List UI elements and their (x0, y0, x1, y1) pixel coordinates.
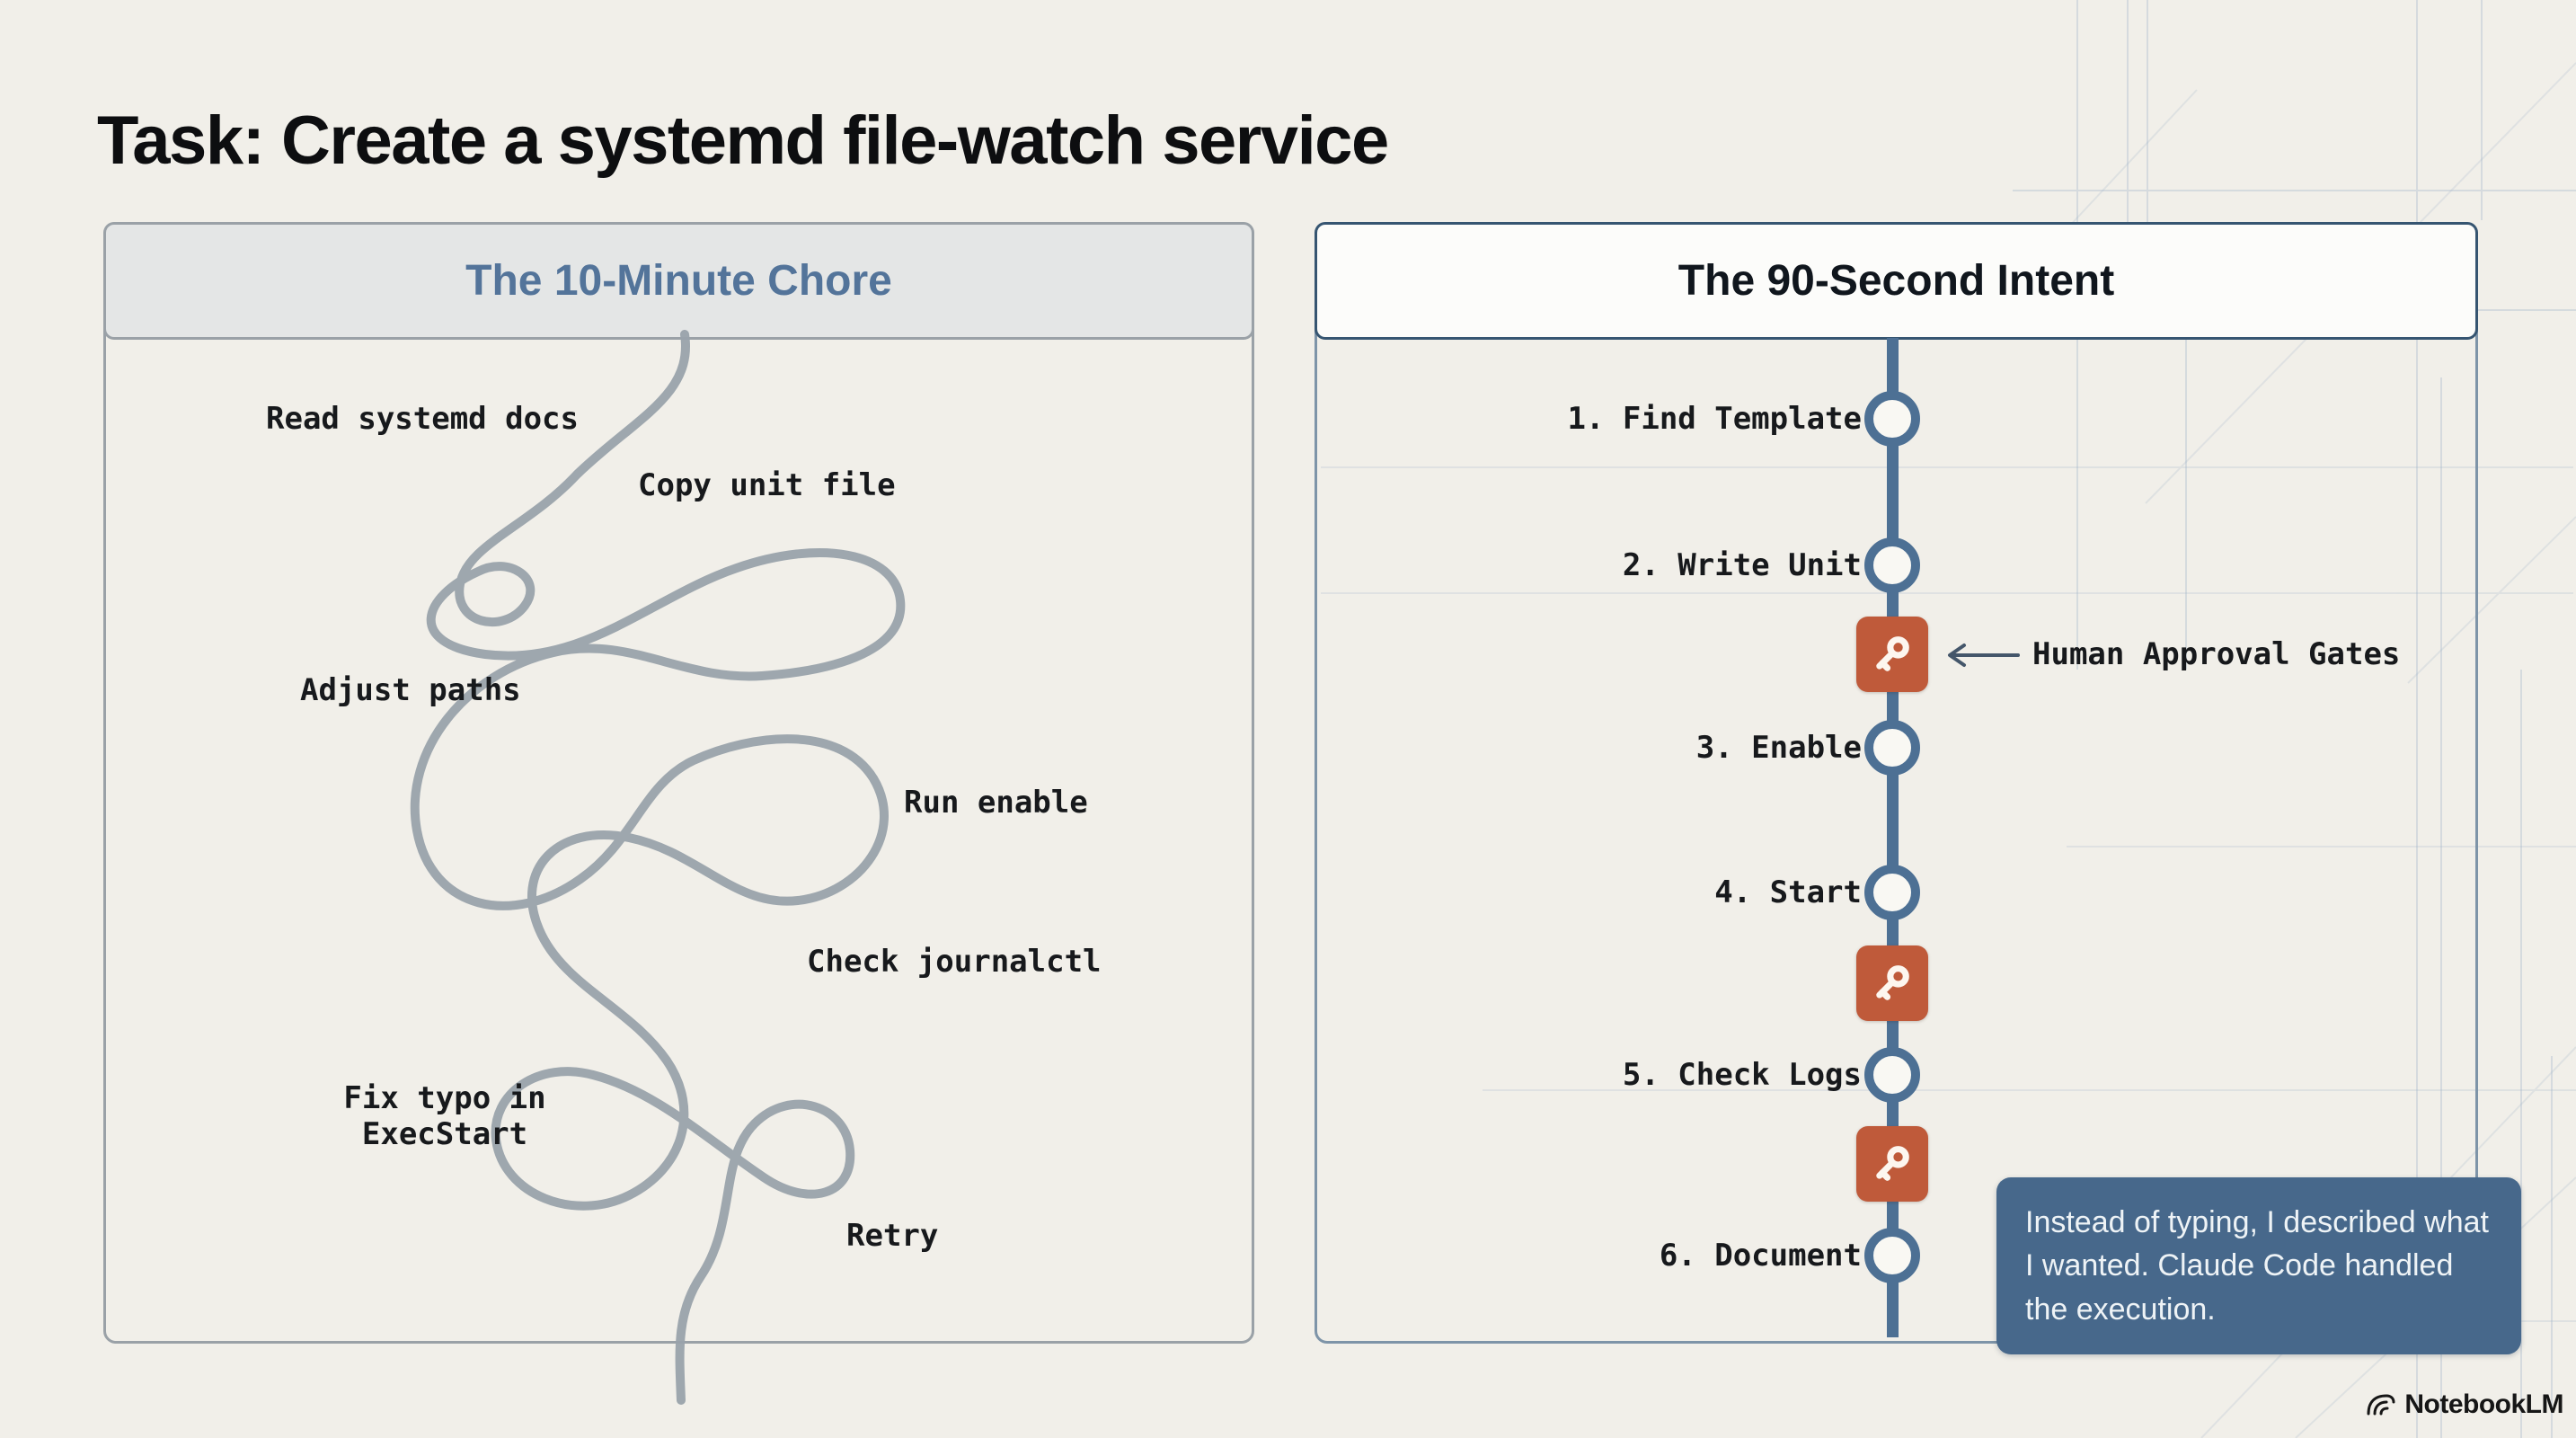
key-icon (1871, 1142, 1914, 1185)
intent-step-1-label: 1. Find Template (1567, 401, 1862, 437)
approval-gate-1 (1856, 617, 1928, 692)
notebooklm-logo-icon (2363, 1391, 2397, 1418)
chore-panel-header: The 10-Minute Chore (103, 222, 1254, 340)
chore-step-fix-typo: Fix typo in ExecStart (343, 1080, 546, 1152)
approval-gates-annotation: Human Approval Gates (2032, 636, 2401, 672)
chore-step-read-docs: Read systemd docs (266, 401, 579, 437)
chore-step-check-journal: Check journalctl (807, 944, 1102, 980)
intent-step-6-label: 6. Document (1659, 1238, 1862, 1274)
chore-step-retry: Retry (846, 1218, 939, 1254)
callout-text: Instead of typing, I described what I wa… (2025, 1205, 2489, 1327)
brand-name: NotebookLM (2404, 1389, 2563, 1419)
intent-panel-header: The 90-Second Intent (1315, 222, 2478, 340)
timeline-node-3 (1864, 720, 1920, 776)
intent-step-3-label: 3. Enable (1695, 730, 1862, 766)
chore-step-adjust-paths: Adjust paths (300, 672, 521, 708)
page-title: Task: Create a systemd file-watch servic… (97, 102, 1389, 179)
approval-gate-2 (1856, 945, 1928, 1021)
timeline-node-2 (1864, 537, 1920, 593)
timeline-node-5 (1864, 1047, 1920, 1103)
chore-panel: The 10-Minute Chore (103, 222, 1254, 1344)
intent-step-5-label: 5. Check Logs (1622, 1057, 1862, 1093)
left-arrow-icon (1939, 638, 2022, 672)
timeline-node-6 (1864, 1228, 1920, 1283)
callout-box: Instead of typing, I described what I wa… (1996, 1177, 2521, 1354)
intent-step-4-label: 4. Start (1714, 874, 1862, 910)
timeline-node-4 (1864, 865, 1920, 920)
key-icon (1871, 962, 1914, 1005)
timeline-node-1 (1864, 391, 1920, 447)
approval-gate-3 (1856, 1126, 1928, 1202)
chore-step-run-enable: Run enable (904, 785, 1088, 821)
intent-panel-title: The 90-Second Intent (1677, 257, 2115, 305)
chore-step-copy-unit: Copy unit file (638, 467, 896, 503)
key-icon (1871, 633, 1914, 676)
chore-panel-title: The 10-Minute Chore (465, 257, 892, 305)
intent-step-2-label: 2. Write Unit (1622, 547, 1862, 583)
brand-footer: NotebookLM (2363, 1389, 2563, 1420)
